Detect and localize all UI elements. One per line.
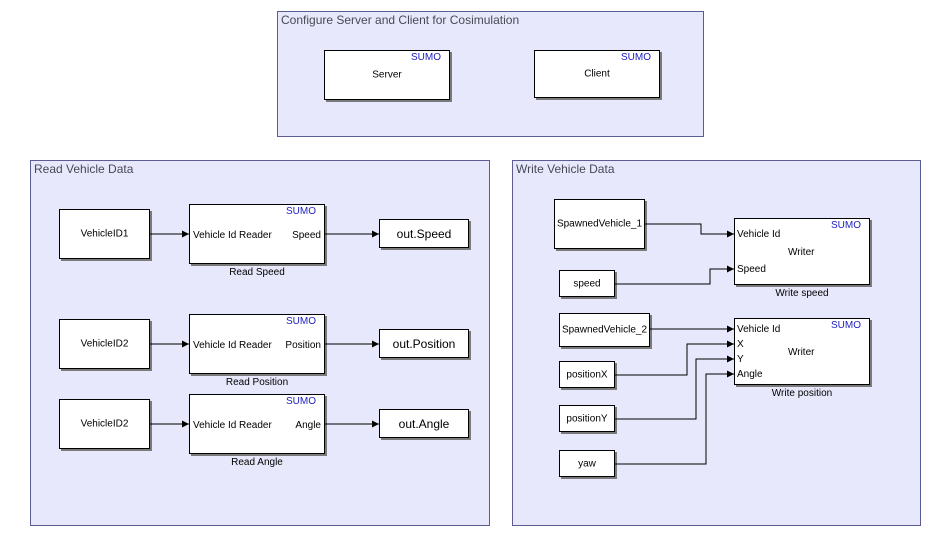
spawned-vehicle2-constant[interactable]: SpawnedVehicle_2	[559, 313, 650, 347]
read-position-block[interactable]: SUMO Vehicle Id Reader Position	[189, 314, 325, 374]
read-position-block-label: Reader	[239, 340, 272, 351]
read-speed-title: Read Speed	[229, 267, 285, 278]
read-speed-sumo-badge: SUMO	[286, 206, 316, 217]
write-speed-port-vehicle-id: Vehicle Id	[737, 229, 781, 240]
vehicle-id2-angle-constant[interactable]: VehicleID2	[59, 399, 150, 449]
spawned-vehicle1-label: SpawnedVehicle_1	[556, 218, 643, 230]
client-block[interactable]: SUMO Client	[534, 50, 660, 98]
out-position-label: out.Position	[392, 336, 456, 351]
write-position-block-label: Writer	[788, 347, 815, 358]
write-speed-block-label: Writer	[788, 247, 815, 258]
client-sumo-badge: SUMO	[621, 52, 651, 63]
server-sumo-badge: SUMO	[411, 52, 441, 63]
out-speed-label: out.Speed	[396, 226, 452, 241]
write-position-sumo-badge: SUMO	[831, 320, 861, 331]
server-block-label: Server	[372, 69, 402, 81]
write-position-block[interactable]: SUMO Vehicle Id X Y Angle Writer	[734, 318, 870, 385]
read-position-title: Read Position	[225, 377, 289, 388]
out-angle-label: out.Angle	[398, 416, 450, 431]
write-speed-port-speed: Speed	[737, 264, 766, 275]
write-speed-sumo-badge: SUMO	[831, 220, 861, 231]
position-x-constant[interactable]: positionX	[559, 361, 615, 388]
configure-area-title: Configure Server and Client for Cosimula…	[281, 13, 520, 27]
out-position-block[interactable]: out.Position	[379, 329, 469, 358]
read-speed-input-port: Vehicle Id	[193, 230, 237, 241]
yaw-label: yaw	[578, 458, 596, 469]
write-position-port-vehicle-id: Vehicle Id	[737, 324, 781, 335]
vehicle-id2-constant[interactable]: VehicleID2	[59, 319, 150, 369]
speed-constant[interactable]: speed	[559, 270, 615, 297]
position-y-label: positionY	[566, 413, 608, 424]
write-position-port-x: X	[737, 339, 744, 350]
read-position-output-port: Position	[285, 340, 321, 351]
client-block-label: Client	[584, 68, 610, 80]
out-angle-block[interactable]: out.Angle	[379, 409, 469, 438]
read-angle-sumo-badge: SUMO	[286, 396, 316, 407]
read-speed-output-port: Speed	[292, 230, 321, 241]
write-position-port-y: Y	[737, 354, 744, 365]
vehicle-id1-label: VehicleID1	[80, 228, 129, 240]
read-angle-output-port: Angle	[295, 420, 321, 431]
speed-constant-label: speed	[573, 278, 601, 289]
yaw-constant[interactable]: yaw	[559, 450, 615, 477]
spawned-vehicle1-constant[interactable]: SpawnedVehicle_1	[554, 199, 645, 249]
vehicle-id2-angle-label: VehicleID2	[80, 418, 129, 430]
write-position-port-angle: Angle	[737, 369, 763, 380]
out-speed-block[interactable]: out.Speed	[379, 219, 469, 248]
read-angle-input-port: Vehicle Id	[193, 420, 237, 431]
write-area-title: Write Vehicle Data	[516, 162, 615, 176]
read-speed-block-label: Reader	[239, 230, 272, 241]
read-angle-block-label: Reader	[239, 420, 272, 431]
vehicle-id1-constant[interactable]: VehicleID1	[59, 209, 150, 259]
read-position-input-port: Vehicle Id	[193, 340, 237, 351]
position-y-constant[interactable]: positionY	[559, 405, 615, 432]
vehicle-id2-label: VehicleID2	[80, 338, 129, 350]
write-speed-title: Write speed	[775, 288, 829, 299]
read-angle-block[interactable]: SUMO Vehicle Id Reader Angle	[189, 394, 325, 454]
read-area-title: Read Vehicle Data	[34, 162, 134, 176]
write-position-title: Write position	[771, 388, 833, 399]
server-block[interactable]: SUMO Server	[324, 50, 450, 100]
position-x-label: positionX	[566, 369, 608, 380]
spawned-vehicle2-label: SpawnedVehicle_2	[561, 324, 648, 336]
read-position-sumo-badge: SUMO	[286, 316, 316, 327]
read-angle-title: Read Angle	[231, 457, 283, 468]
write-speed-block[interactable]: SUMO Vehicle Id Speed Writer	[734, 218, 870, 285]
read-speed-block[interactable]: SUMO Vehicle Id Reader Speed	[189, 204, 325, 264]
